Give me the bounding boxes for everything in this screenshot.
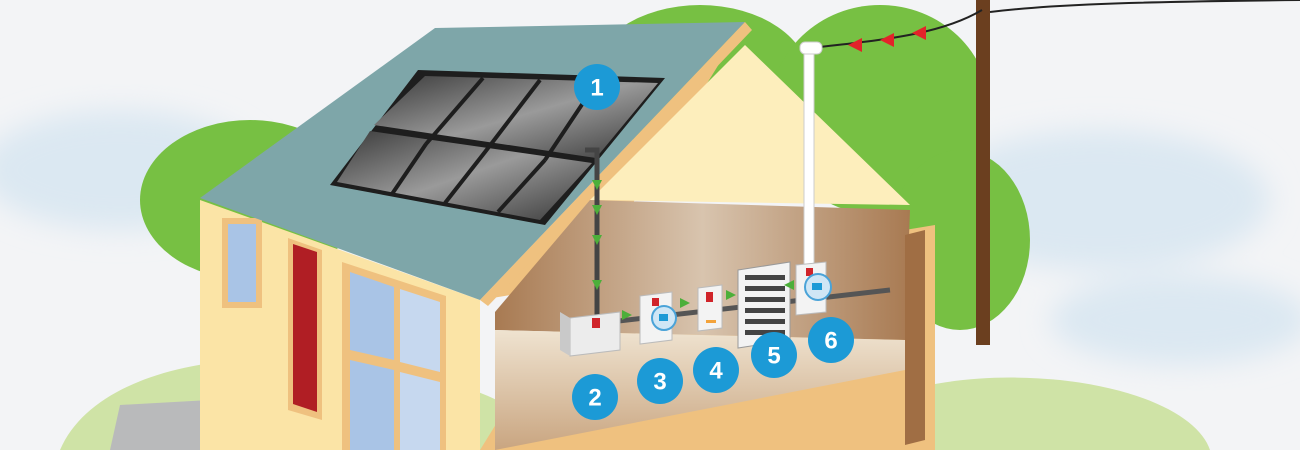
svg-text:4: 4 [709,358,723,385]
solar-panel [330,70,665,225]
ac-disconnect [697,284,723,332]
utility-meter [795,261,832,316]
solar-arrows [592,180,602,290]
utility-pole [976,0,990,345]
main-service-panel [737,261,791,349]
badge-5: 5 [751,332,797,378]
power-line [819,0,1300,48]
badge-6: 6 [808,317,854,363]
badge-3: 3 [637,358,683,404]
flow-arrows [622,280,794,320]
svg-text:6: 6 [824,328,837,355]
attic [590,45,910,205]
interior-floor [495,330,905,450]
dc-disconnect [560,311,621,357]
badge-2: 2 [572,374,618,420]
service-drop-mast [803,49,815,266]
svg-text:5: 5 [767,343,780,370]
dc-wire [585,147,600,318]
svg-text:3: 3 [653,369,666,396]
badge-1: 1 [574,64,620,110]
svg-text:2: 2 [588,385,601,412]
badge-4: 4 [693,347,739,393]
svg-text:1: 1 [590,75,603,102]
grid-arrows [848,26,926,52]
roof-edge [480,22,752,306]
inverter [639,291,677,345]
